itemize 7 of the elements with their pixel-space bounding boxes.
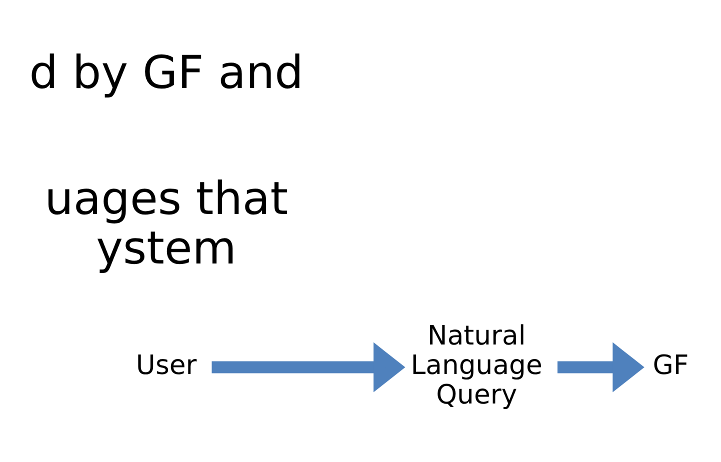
node-text: User bbox=[136, 349, 197, 380]
label: uages that ystem bbox=[44, 172, 288, 274]
node-text: GF bbox=[652, 349, 689, 380]
arrow bbox=[212, 342, 406, 392]
node-text: Natural Language Query bbox=[410, 320, 542, 410]
label: d by GF and bbox=[29, 45, 304, 98]
arrow bbox=[557, 342, 644, 392]
